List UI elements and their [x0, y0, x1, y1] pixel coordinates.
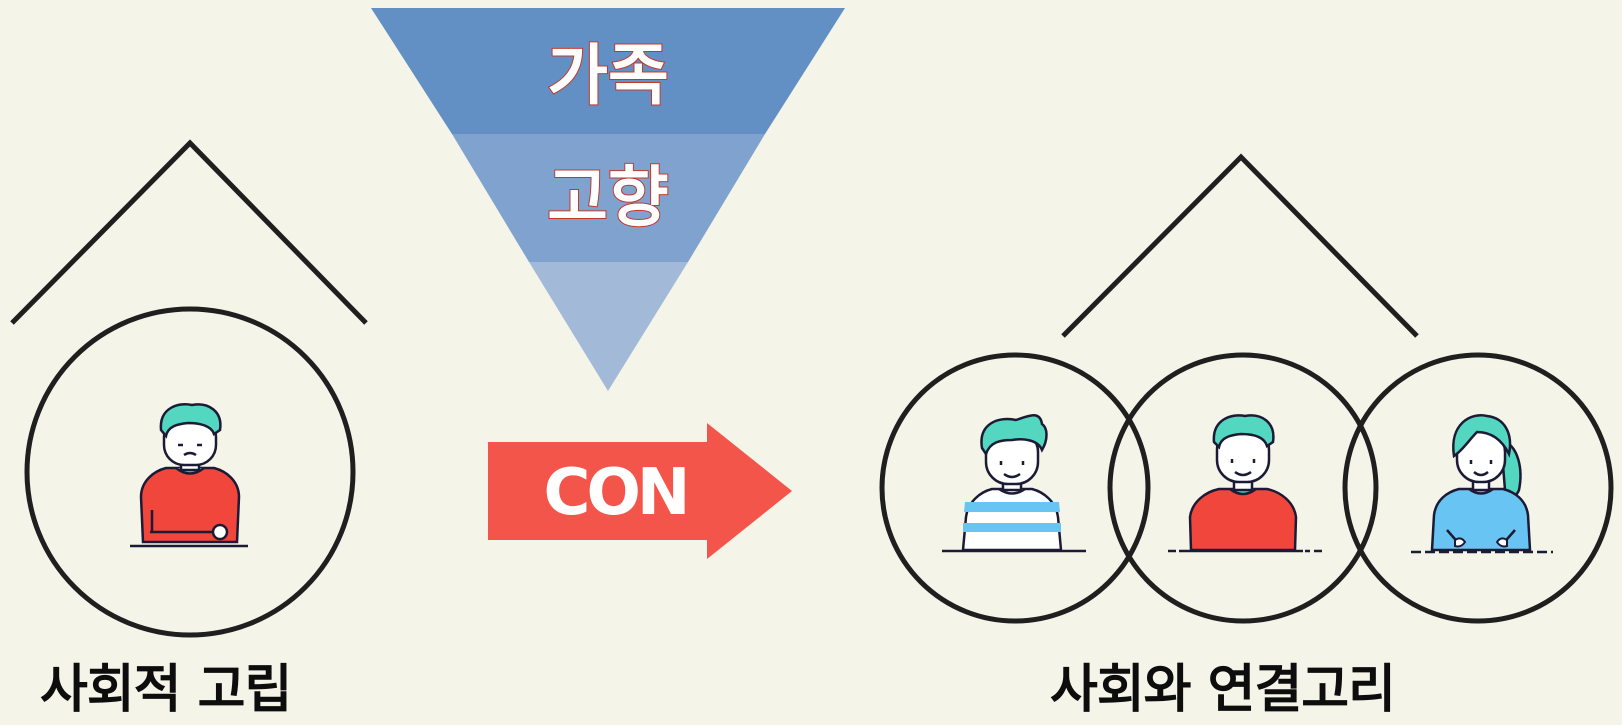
con-arrow-shape [488, 423, 792, 559]
right-circle-1 [879, 352, 1151, 624]
right-panel [879, 153, 1614, 624]
funnel-label-family: 가족 [547, 37, 668, 114]
funnel-level-family [371, 8, 845, 134]
funnel-level-hometown [452, 134, 765, 262]
red-shirt-person-icon [1168, 414, 1322, 553]
funnel-level-bottom [529, 262, 688, 391]
right-circle-2 [1107, 352, 1379, 624]
left-panel [10, 139, 368, 638]
funnel-label-hometown: 고향 [547, 159, 668, 236]
isolated-person-icon [130, 403, 248, 548]
left-circle [24, 306, 356, 638]
right-roof [1061, 153, 1419, 338]
right-circle-3 [1342, 352, 1614, 624]
striped-shirt-person-icon [942, 414, 1086, 553]
left-roof [10, 139, 368, 325]
isolation-caption: 사회적 고립 [40, 660, 292, 720]
con-arrow-label: CON [544, 456, 687, 530]
connection-caption: 사회와 연결고리 [1050, 660, 1396, 720]
blue-shirt-person-icon [1411, 414, 1553, 554]
con-arrow: CON [488, 423, 792, 559]
family-hometown-funnel: 가족 고향 [371, 8, 845, 391]
